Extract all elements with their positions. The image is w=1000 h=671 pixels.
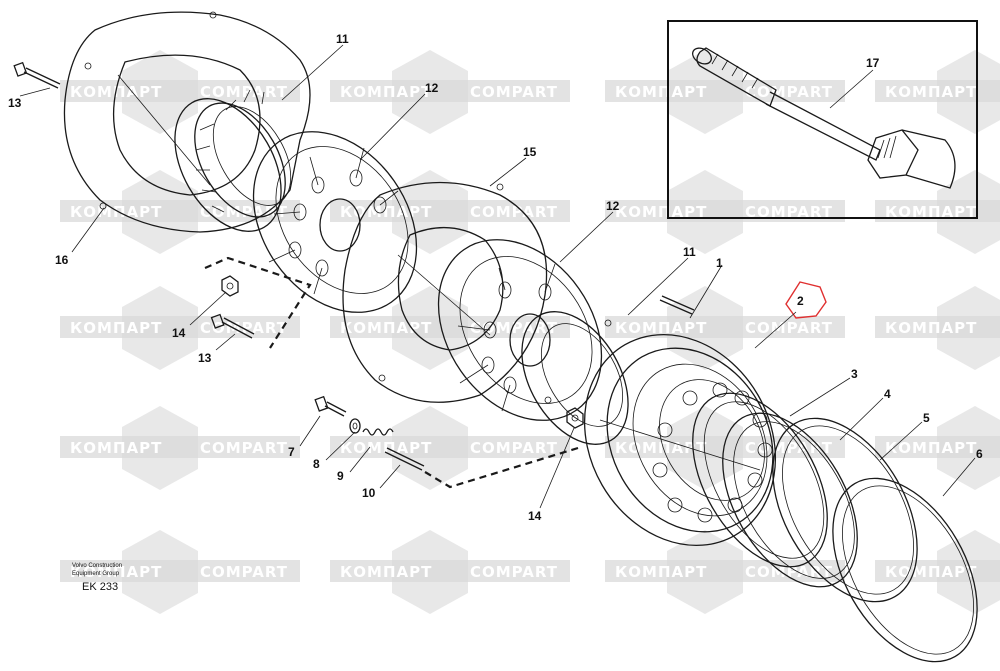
highlight-hexagon [785,281,827,319]
assembly-lines [204,256,579,489]
callout-14-upper: 14 [172,326,186,340]
watermark-layer: КОМПАРТ COMPART КОМПАРТ COMPART КОМПАРТ COMPA… [60,50,1000,614]
watermark-cyrillic: КОМПАРТ [885,319,977,337]
callout-5: 5 [923,411,930,425]
watermark-latin: COMPART [745,319,833,337]
watermark-cyrillic: КОМПАРТ [615,319,707,337]
callout-16: 16 [55,253,69,267]
watermark-cyrillic: КОМПАРТ [615,83,707,101]
nut-part-14-lower [566,407,584,429]
watermark-latin: COMPART [745,83,833,101]
callout-labels: 1 2 3 4 5 6 7 8 9 10 11 11 12 12 13 13 1… [8,32,983,523]
callout-11-lower: 11 [683,245,696,259]
callout-3: 3 [851,367,858,381]
bolt-part-13-upper [13,61,61,89]
watermark-latin: COMPART [200,563,288,581]
callout-13-upper: 13 [8,96,22,110]
watermark-latin: COMPART [200,439,288,457]
callout-9: 9 [337,469,344,483]
ring-part-4 [722,412,858,588]
spring-part-9 [362,428,394,436]
watermark-cyrillic: КОМПАРТ [70,439,162,457]
watermark-tile: КОМПАРТ COMPART [330,406,570,490]
callout-10: 10 [362,486,376,500]
watermark-tile: КОМПАРТ COMPART [605,170,845,254]
watermark-cyrillic: КОМПАРТ [885,203,977,221]
disc-part-15 [342,181,548,403]
watermark-latin: COMPART [470,439,558,457]
watermark-latin: COMPART [470,319,558,337]
callout-15: 15 [523,145,537,159]
watermark-cyrillic: КОМПАРТ [340,319,432,337]
leader-lines [19,44,976,509]
ring-part-11-upper [174,89,292,232]
callout-7: 7 [288,445,295,459]
ring-part-5 [772,417,918,603]
watermark-latin: COMPART [470,203,558,221]
watermark-latin: COMPART [470,563,558,581]
watermark-cyrillic: КОМПАРТ [70,203,162,221]
watermark-tile: КОМПАРТ COMPART [605,530,845,614]
watermark-cyrillic: КОМПАРТ [885,439,977,457]
callout-4: 4 [884,387,891,401]
watermark-cyrillic: КОМПАРТ [70,563,162,581]
watermark-latin: COMPART [200,83,288,101]
callout-12-lower: 12 [606,199,620,213]
pin-part-1 [659,295,695,315]
callout-6: 6 [976,447,983,461]
bolt-part-7 [314,395,347,417]
watermark-cyrillic: КОМПАРТ [885,83,977,101]
callout-17: 17 [866,56,880,70]
watermark-tile: КОМПАРТ COMPART [60,406,300,490]
caption-code: EK 233 [82,581,118,593]
bolt-part-13-lower [210,313,255,339]
callout-12-upper: 12 [425,81,439,95]
watermark-tile: КОМПАРТ COMPART [330,50,570,134]
callout-8: 8 [313,457,320,471]
watermark-latin: COMPART [470,83,558,101]
watermark-cyrillic: КОМПАРТ [885,563,977,581]
inset-box [667,20,978,219]
pin-part-10 [384,447,425,471]
cover-part-16 [63,11,311,233]
caption-block: Volvo Construction Equipment Group EK 23… [72,563,122,593]
callout-1: 1 [716,256,723,270]
callout-13-lower: 13 [198,351,212,365]
washer-part-8 [349,418,361,434]
ring-part-6 [832,477,978,663]
watermark-cyrillic: КОМПАРТ [340,83,432,101]
watermark-cyrillic: КОМПАРТ [70,319,162,337]
watermark-tile: КОМПАРТ COMPART [330,286,570,370]
callout-14-lower: 14 [528,509,542,523]
watermark-latin: COMPART [745,203,833,221]
watermark-cyrillic: КОМПАРТ [340,563,432,581]
watermark-cyrillic: КОМПАРТ [340,439,432,457]
watermark-latin: COMPART [745,563,833,581]
watermark-cyrillic: КОМПАРТ [615,563,707,581]
watermark-tile: КОМПАРТ COMPART [330,530,570,614]
callout-2: 2 [797,294,804,308]
callout-11-upper: 11 [336,32,349,46]
watermark-tile: КОМПАРТ COMPART [605,50,845,134]
watermark-cyrillic: КОМПАРТ [615,203,707,221]
nut-part-14-upper [221,275,239,297]
plate-part-12-lower [437,239,603,421]
watermark-tile: КОМПАРТ COMPART [60,530,300,614]
caption-line-1: Volvo Construction [72,563,122,569]
plate-part-12-upper [252,131,418,313]
caption-line-2: Equipment Group [72,571,120,577]
